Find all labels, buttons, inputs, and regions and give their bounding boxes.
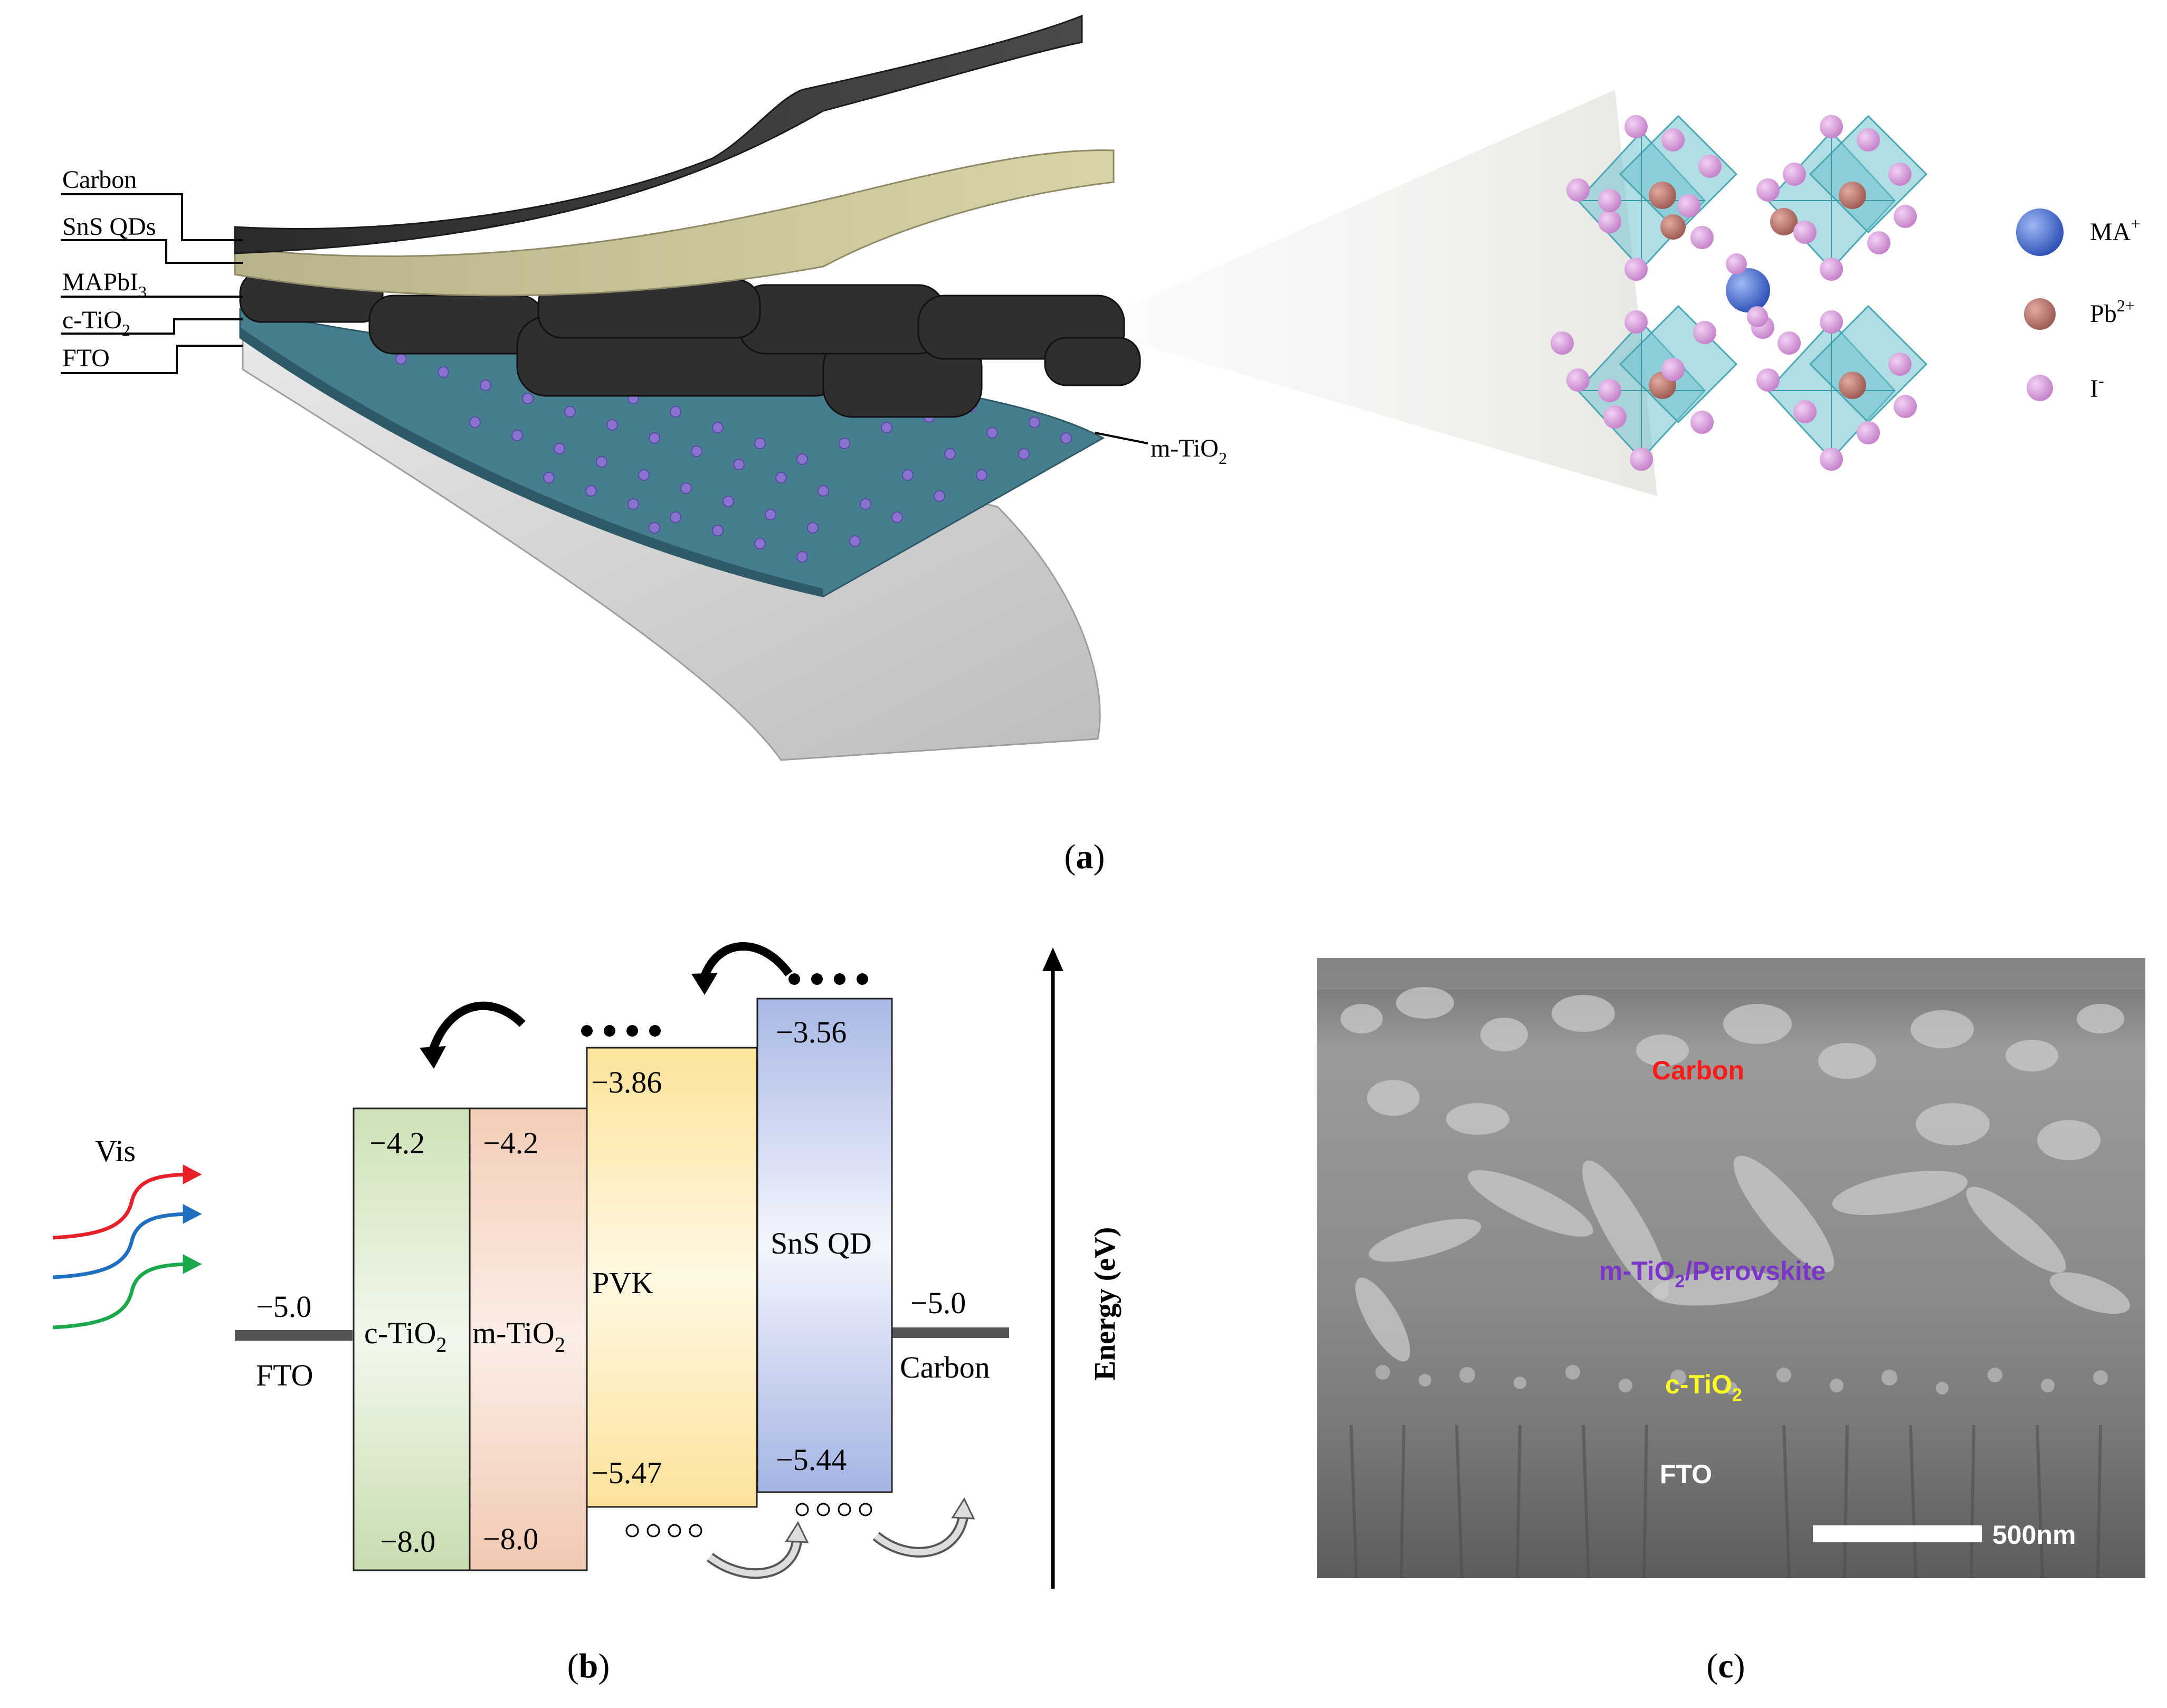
sns-top: −3.56 [776,1015,847,1049]
panel-b: Vis −5.0 FTO −5.0 Carbon −4.2 −8.0 c-TiO… [52,942,1121,1685]
sns-layer [234,149,1115,297]
sem-fto-columns [1349,1425,2102,1579]
legend-pb-sphere [2024,298,2056,330]
i-spheres [1551,115,1917,471]
ma-sphere [1726,268,1770,312]
pvk-name: PVK [592,1266,653,1300]
sem-perovskite-label: m-TiO2/Perovskite [1599,1256,1826,1292]
layer-label-mapbi3: MAPbI3 [62,268,147,301]
sem-texture [1317,958,2145,1362]
mtio2-label: m-TiO2 [1151,434,1227,468]
vis-arrow-blue [52,1212,193,1279]
pvk-top: −3.86 [591,1065,662,1099]
caption-c: (c) [1706,1647,1745,1685]
band-mtio2 [469,1107,588,1571]
scale-bar-label: 500nm [1992,1520,2076,1550]
legend-i-sphere [2027,375,2053,401]
vis-arrow-red [52,1172,193,1240]
legend-i-label: I- [2090,371,2104,403]
caption-b: (b) [567,1647,610,1685]
sem-carbon-label: Carbon [1652,1056,1744,1085]
mtio2-bottom: −8.0 [483,1522,538,1556]
fto-value: −5.0 [256,1289,311,1324]
panel-c: Carbon m-TiO2/Perovskite c-TiO2 FTO 500n… [1317,958,2145,1685]
zoom-beam [1082,90,1657,496]
legend-ma-label: MA+ [2090,214,2140,246]
band-ctio2 [353,1107,472,1571]
layer-leader-lines [61,193,1148,444]
vis-label: Vis [95,1134,136,1168]
mtio2-top: −4.2 [483,1126,538,1160]
sem-ctio2-label: c-TiO2 [1665,1370,1742,1405]
scale-bar [1813,1525,1982,1542]
energy-axis-label: Energy (eV) [1089,1227,1121,1381]
electron-arrow-2 [700,942,793,978]
band-sns [756,998,893,1493]
sns-bottom: −5.44 [776,1443,847,1477]
sem-ctio2-particles [1375,1365,2108,1394]
layer-label-fto: FTO [62,344,110,372]
layer-label-carbon: Carbon [62,166,137,194]
electron-dots [581,973,868,1037]
legend-pb-label: Pb2+ [2090,296,2135,328]
sem-image [1317,958,2145,1578]
carbon-layer [234,14,1083,254]
energy-axis-arrowhead [1042,947,1063,971]
layer-label-ctio2: c-TiO2 [62,306,130,339]
vis-arrow-green [52,1262,193,1330]
sns-name: SnS QD [771,1226,872,1260]
vis-light-arrows [52,1164,202,1330]
band-pvk [586,1047,758,1508]
ctio2-bottom: −8.0 [380,1524,435,1559]
electron-arrow-1 [429,1001,526,1052]
perovskite-crystal [1551,115,1928,471]
pvk-bottom: −5.47 [591,1456,662,1490]
ctio2-top: −4.2 [369,1126,425,1160]
mtio2-name: m-TiO2 [472,1316,565,1356]
legend-ma-sphere [2016,208,2064,256]
ctio2-name: c-TiO2 [364,1316,446,1356]
fto-name: FTO [256,1358,313,1392]
hole-dots [625,1503,872,1538]
caption-a: (a) [1065,838,1105,876]
panel-a: Carbon SnS QDs MAPbI3 c-TiO2 FTO m-TiO2 … [61,14,2140,876]
layer-label-sns: SnS QDs [62,213,156,241]
carbon-value: −5.0 [910,1286,966,1320]
perovskite-grains [239,271,1141,418]
sem-fto-label: FTO [1660,1459,1712,1489]
carbon-name: Carbon [900,1350,990,1384]
